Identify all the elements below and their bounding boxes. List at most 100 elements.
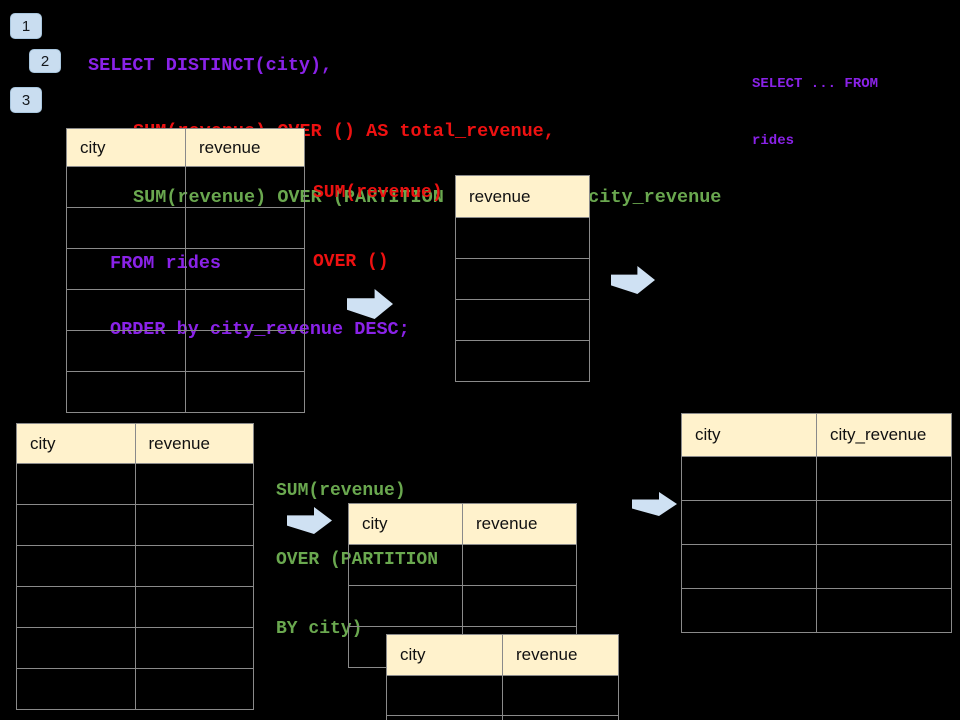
empty-cell [462, 544, 577, 586]
sql-line-select: SELECT DISTINCT(city), [88, 55, 333, 76]
empty-cell [16, 545, 136, 587]
empty-cell [681, 544, 817, 589]
empty-cell [681, 456, 817, 501]
empty-cell [681, 588, 817, 633]
total-window-label-line-1: SUM(revenue) [313, 183, 443, 203]
empty-cell [455, 299, 590, 341]
empty-cell [16, 627, 136, 669]
total-window-label-line-2: OVER () [313, 252, 389, 272]
empty-cell [185, 330, 305, 372]
column-header-city_revenue: city_revenue [816, 413, 952, 457]
empty-cell [134, 463, 254, 505]
table-row [16, 668, 254, 710]
table-row [16, 463, 254, 505]
data-table: revenue [455, 175, 590, 382]
table-row [455, 258, 590, 300]
column-header-revenue: revenue [455, 175, 590, 218]
empty-cell [185, 248, 305, 290]
empty-cell [185, 166, 305, 208]
empty-cell [66, 166, 186, 208]
column-header-city: city [16, 423, 136, 464]
empty-cell [386, 675, 503, 716]
empty-cell [455, 340, 590, 382]
column-header-revenue: revenue [134, 423, 254, 464]
side-note-line-2: rides [752, 133, 795, 149]
table-row [16, 586, 254, 628]
empty-cell [134, 668, 254, 710]
empty-cell [66, 207, 186, 249]
column-header-revenue: revenue [185, 128, 305, 167]
empty-cell [66, 289, 186, 331]
step-badge-1: 1 [10, 13, 42, 39]
empty-cell [816, 544, 952, 589]
empty-cell [386, 715, 503, 720]
empty-cell [816, 456, 952, 501]
table-row [16, 627, 254, 669]
column-header-city: city [386, 634, 503, 676]
side-note-line-1: SELECT ... FROM [752, 76, 879, 92]
table-row [455, 299, 590, 341]
empty-cell [455, 217, 590, 259]
right-arrow-icon [632, 492, 677, 516]
table-row [681, 544, 952, 589]
step-badge-3: 3 [10, 87, 42, 113]
empty-cell [66, 330, 186, 372]
partition-window-label-line-1: SUM(revenue) [276, 481, 406, 501]
column-header-revenue: revenue [502, 634, 619, 676]
table-row [386, 715, 619, 720]
table-row [66, 330, 305, 372]
total-revenue-result-table: revenue [455, 175, 590, 382]
column-header-city: city [66, 128, 186, 167]
empty-cell [134, 586, 254, 628]
column-header-revenue: revenue [462, 503, 577, 545]
empty-cell [185, 371, 305, 413]
table-row [16, 545, 254, 587]
empty-cell [185, 207, 305, 249]
empty-cell [16, 668, 136, 710]
empty-cell [16, 504, 136, 546]
table-row [681, 456, 952, 501]
empty-cell [455, 258, 590, 300]
sql-side-note: SELECT ... FROM rides [752, 37, 878, 189]
empty-cell [66, 371, 186, 413]
table-row [66, 289, 305, 331]
table-row [66, 371, 305, 413]
empty-cell [185, 289, 305, 331]
table-row [66, 207, 305, 249]
empty-cell [16, 586, 136, 628]
empty-cell [348, 544, 463, 586]
column-header-city: city [348, 503, 463, 545]
empty-cell [134, 627, 254, 669]
table-row [455, 217, 590, 259]
empty-cell [66, 248, 186, 290]
table-row [455, 340, 590, 382]
empty-cell [348, 585, 463, 627]
table-row [681, 500, 952, 545]
empty-cell [502, 715, 619, 720]
empty-cell [816, 500, 952, 545]
empty-cell [134, 504, 254, 546]
empty-cell [502, 675, 619, 716]
table-row [16, 504, 254, 546]
total-window-label: SUM(revenue) OVER () [313, 136, 443, 320]
column-header-city: city [681, 413, 817, 457]
table-row [348, 544, 577, 586]
table-row [348, 585, 577, 627]
table-row [386, 675, 619, 716]
empty-cell [816, 588, 952, 633]
empty-cell [134, 545, 254, 587]
empty-cell [462, 585, 577, 627]
empty-cell [681, 500, 817, 545]
step-badge-2: 2 [29, 49, 61, 73]
